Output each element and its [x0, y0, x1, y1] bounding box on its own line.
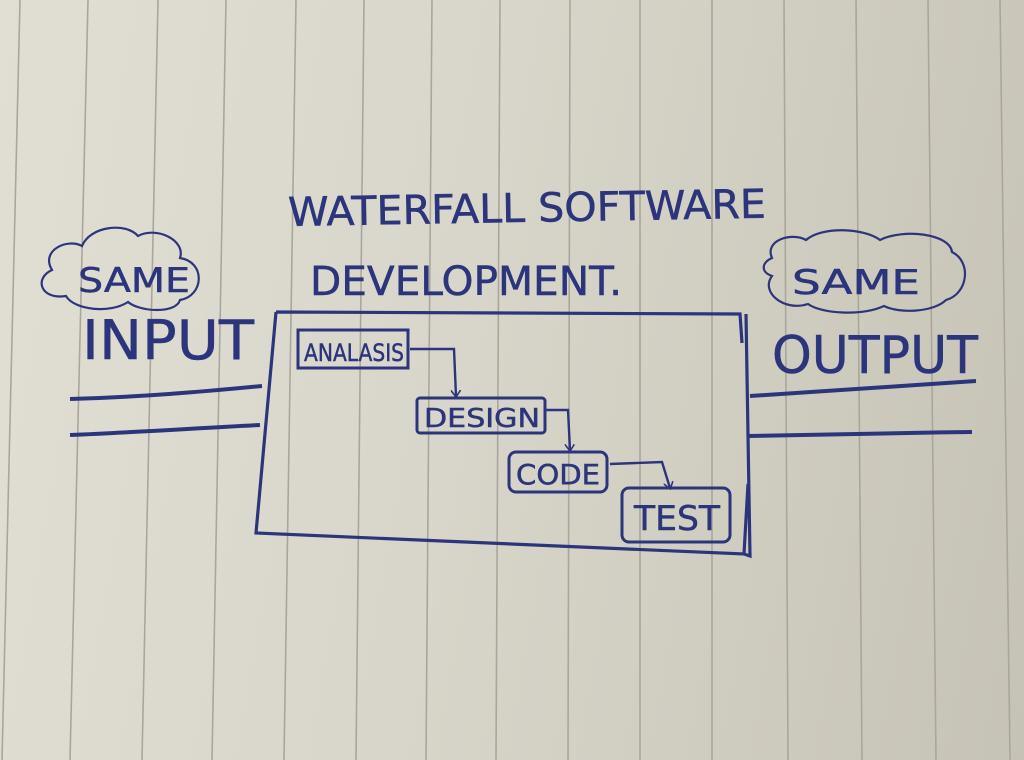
input-cloud-label: SAME [78, 261, 190, 301]
stage-box-design [415, 396, 547, 435]
input-line-bottom [69, 423, 261, 437]
stage-box-test [620, 486, 732, 544]
arrow-design-to-code [546, 408, 570, 450]
stage-label-code: CODE [516, 458, 600, 491]
output-cloud [762, 229, 967, 314]
arrow-code-to-test [609, 460, 670, 488]
stage-box-code [507, 450, 609, 494]
output-line-top [749, 379, 977, 398]
stage-label-analysis: ANALASIS [304, 339, 404, 367]
stage-label-design: DESIGN [424, 404, 540, 434]
input-label: INPUT [82, 309, 255, 372]
output-cloud-label: SAME [792, 263, 920, 303]
output-line-bottom [747, 430, 973, 438]
stage-label-test: TEST [633, 499, 720, 539]
title-line-2: DEVELOPMENT. [310, 259, 622, 305]
process-box [254, 310, 752, 559]
output-label: OUTPUT [772, 326, 978, 386]
input-cloud [40, 226, 200, 311]
input-line-top [69, 384, 263, 401]
stage-box-analysis [296, 328, 410, 370]
arrow-analysis-to-design [410, 347, 456, 396]
title-line-1: WATERFALL SOFTWARE [288, 182, 767, 236]
